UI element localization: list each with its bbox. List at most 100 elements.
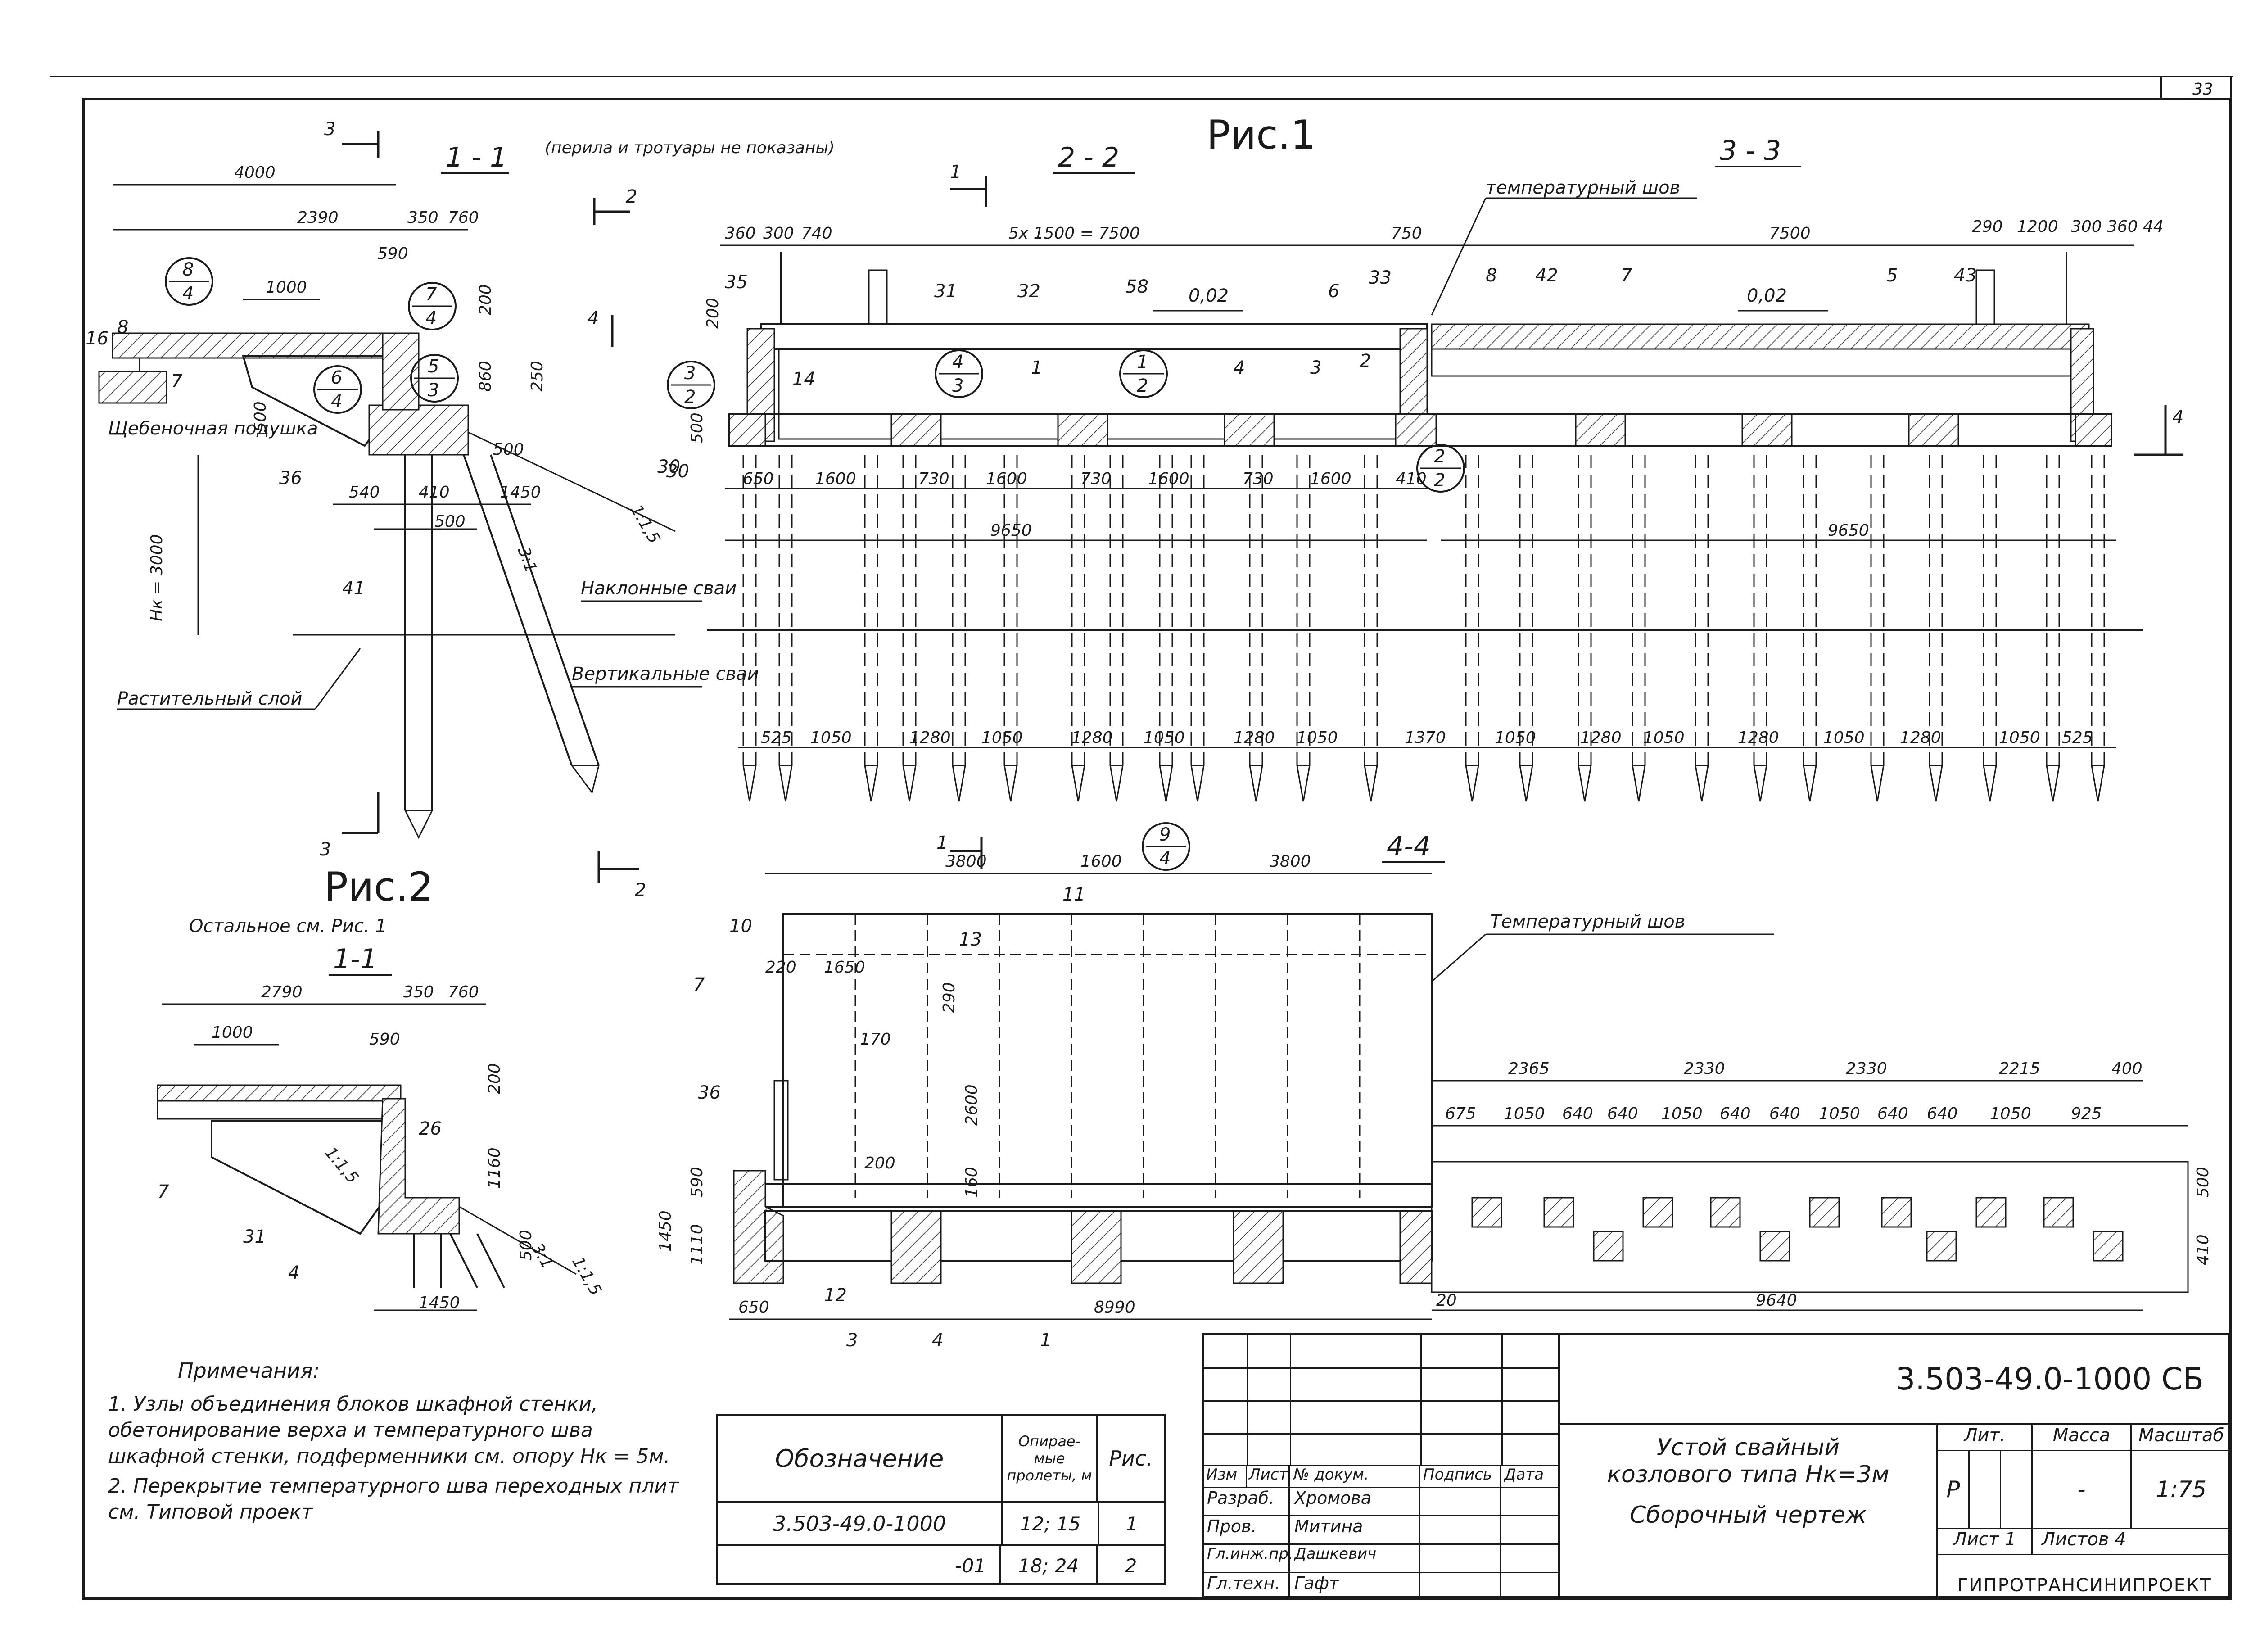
vertical-pile <box>1159 455 1173 802</box>
svg-text:220: 220 <box>765 958 796 977</box>
callout-3-2[interactable]: 32 <box>667 361 715 409</box>
svg-text:500: 500 <box>434 512 466 531</box>
vertical-pile <box>1695 455 1709 802</box>
callout-7-4[interactable]: 74 <box>408 282 457 330</box>
svg-text:30: 30 <box>657 457 680 477</box>
svg-text:3800: 3800 <box>1270 852 1311 871</box>
svg-text:3: 3 <box>846 1330 858 1351</box>
temp-joint-label: температурный шов <box>1486 177 1680 198</box>
svg-text:30: 30 <box>666 461 689 482</box>
spec-header-spans: Опирае-мые пролеты, м <box>1003 1416 1098 1501</box>
svg-text:250: 250 <box>528 361 547 392</box>
pile-spacing-dims: 525 1050 1280 1050 1280 1050 1280 1050 1… <box>738 729 2116 748</box>
vertical-pile <box>902 455 917 802</box>
svg-text:2790: 2790 <box>261 983 303 1001</box>
svg-text:640: 640 <box>1720 1104 1751 1123</box>
svg-text:4: 4 <box>288 1263 299 1283</box>
svg-text:200: 200 <box>704 298 722 329</box>
spec-header-fig: Рис. <box>1109 1446 1153 1471</box>
svg-text:1:1,5: 1:1,5 <box>321 1143 362 1187</box>
svg-text:1: 1 <box>1031 358 1042 378</box>
callout-1-2[interactable]: 12 <box>1119 349 1168 398</box>
doc-name-1: Устой свайный <box>1656 1434 1840 1461</box>
sheet-number: 33 <box>2192 80 2213 99</box>
svg-text:300: 300 <box>763 224 794 243</box>
vertical-pile <box>1753 455 1767 802</box>
role-row: Пров. Митина <box>1204 1516 1558 1545</box>
svg-text:640: 640 <box>1562 1104 1593 1123</box>
svg-text:730: 730 <box>1080 470 1112 488</box>
svg-text:650: 650 <box>738 1298 769 1317</box>
svg-text:14: 14 <box>792 369 815 389</box>
signature-2 <box>1420 1516 1501 1543</box>
sec-44-temp-joint: Температурный шов <box>1490 911 1685 932</box>
svg-text:4: 4 <box>588 308 599 329</box>
callout-5-3[interactable]: 53 <box>410 354 459 403</box>
svg-text:925: 925 <box>2071 1104 2102 1123</box>
svg-text:1050: 1050 <box>1999 729 2040 747</box>
svg-text:2: 2 <box>626 186 637 207</box>
svg-text:350: 350 <box>407 208 438 227</box>
svg-text:640: 640 <box>1607 1104 1638 1123</box>
vertical-piles-label: Вертикальные сваи <box>572 664 759 684</box>
callout-2-2[interactable]: 22 <box>1416 444 1465 493</box>
svg-text:1050: 1050 <box>1990 1104 2031 1123</box>
svg-text:1050: 1050 <box>1144 729 1185 747</box>
cut-marker-3-top: 3 <box>324 119 380 158</box>
svg-text:44: 44 <box>2143 217 2164 236</box>
svg-text:2390: 2390 <box>297 208 339 227</box>
svg-text:2: 2 <box>1360 351 1371 371</box>
doc-name-2: козлового типа Hк=3м <box>1607 1461 1889 1488</box>
spec-table: Обозначение Опирае-мые пролеты, м Рис. 3… <box>716 1414 1166 1585</box>
callout-9-4[interactable]: 94 <box>1142 822 1190 871</box>
svg-text:640: 640 <box>1769 1104 1800 1123</box>
vertical-pile <box>2046 455 2060 802</box>
svg-text:4: 4 <box>425 308 437 329</box>
signature-1 <box>1420 1488 1501 1515</box>
svg-text:12: 12 <box>824 1285 847 1306</box>
svg-text:0,02: 0,02 <box>1189 285 1229 306</box>
svg-text:8: 8 <box>182 259 194 280</box>
svg-text:1600: 1600 <box>1310 470 1352 488</box>
vertical-pile <box>1249 455 1263 802</box>
table-row: 3.503-49.0-1000 12; 15 1 <box>718 1503 1164 1546</box>
callout-8-4[interactable]: 84 <box>165 257 213 306</box>
svg-text:5x 1500 = 7500: 5x 1500 = 7500 <box>1008 224 1140 243</box>
svg-text:200: 200 <box>476 284 495 315</box>
drawing-frame <box>82 98 2232 1600</box>
inclined-piles-label: Наклонные сваи <box>581 578 737 599</box>
vertical-pile <box>1296 455 1311 802</box>
svg-text:410: 410 <box>2194 1234 2212 1265</box>
svg-text:290: 290 <box>1972 217 2003 236</box>
svg-text:7500: 7500 <box>1769 224 1811 243</box>
svg-text:20: 20 <box>1436 1291 1457 1310</box>
callout-6-4[interactable]: 64 <box>313 365 362 414</box>
doc-type: Сборочный чертеж <box>1630 1502 1867 1529</box>
svg-text:43: 43 <box>1954 265 1977 286</box>
svg-text:1:1,5: 1:1,5 <box>627 502 664 547</box>
svg-text:3: 3 <box>324 119 335 140</box>
svg-text:4: 4 <box>2172 407 2183 428</box>
svg-text:500: 500 <box>2194 1167 2212 1198</box>
spec-header-designation: Обозначение <box>718 1416 1003 1501</box>
svg-text:41: 41 <box>342 578 365 599</box>
svg-text:1450: 1450 <box>419 1294 460 1312</box>
svg-text:36: 36 <box>698 1082 721 1103</box>
svg-text:1050: 1050 <box>810 729 852 747</box>
svg-text:11: 11 <box>1062 884 1085 905</box>
sec-11-title: 1 - 1 <box>446 142 507 173</box>
vertical-pile <box>1870 455 1885 802</box>
svg-text:1370: 1370 <box>1405 729 1446 747</box>
svg-text:2: 2 <box>684 387 696 407</box>
svg-text:42: 42 <box>1535 265 1558 286</box>
sec-11-note: (перила и тротуары не показаны) <box>545 139 835 157</box>
svg-text:640: 640 <box>1877 1104 1908 1123</box>
svg-text:750: 750 <box>1391 224 1422 243</box>
sec-33-title: 3 - 3 <box>1720 135 1781 167</box>
svg-text:1050: 1050 <box>1819 1104 1860 1123</box>
svg-text:33: 33 <box>1369 267 1392 288</box>
pile-plan: 2365 2330 2330 2215 400 675 1050 640 640… <box>1431 1059 2212 1311</box>
callout-4-3[interactable]: 43 <box>935 349 983 398</box>
svg-text:1: 1 <box>936 833 948 853</box>
